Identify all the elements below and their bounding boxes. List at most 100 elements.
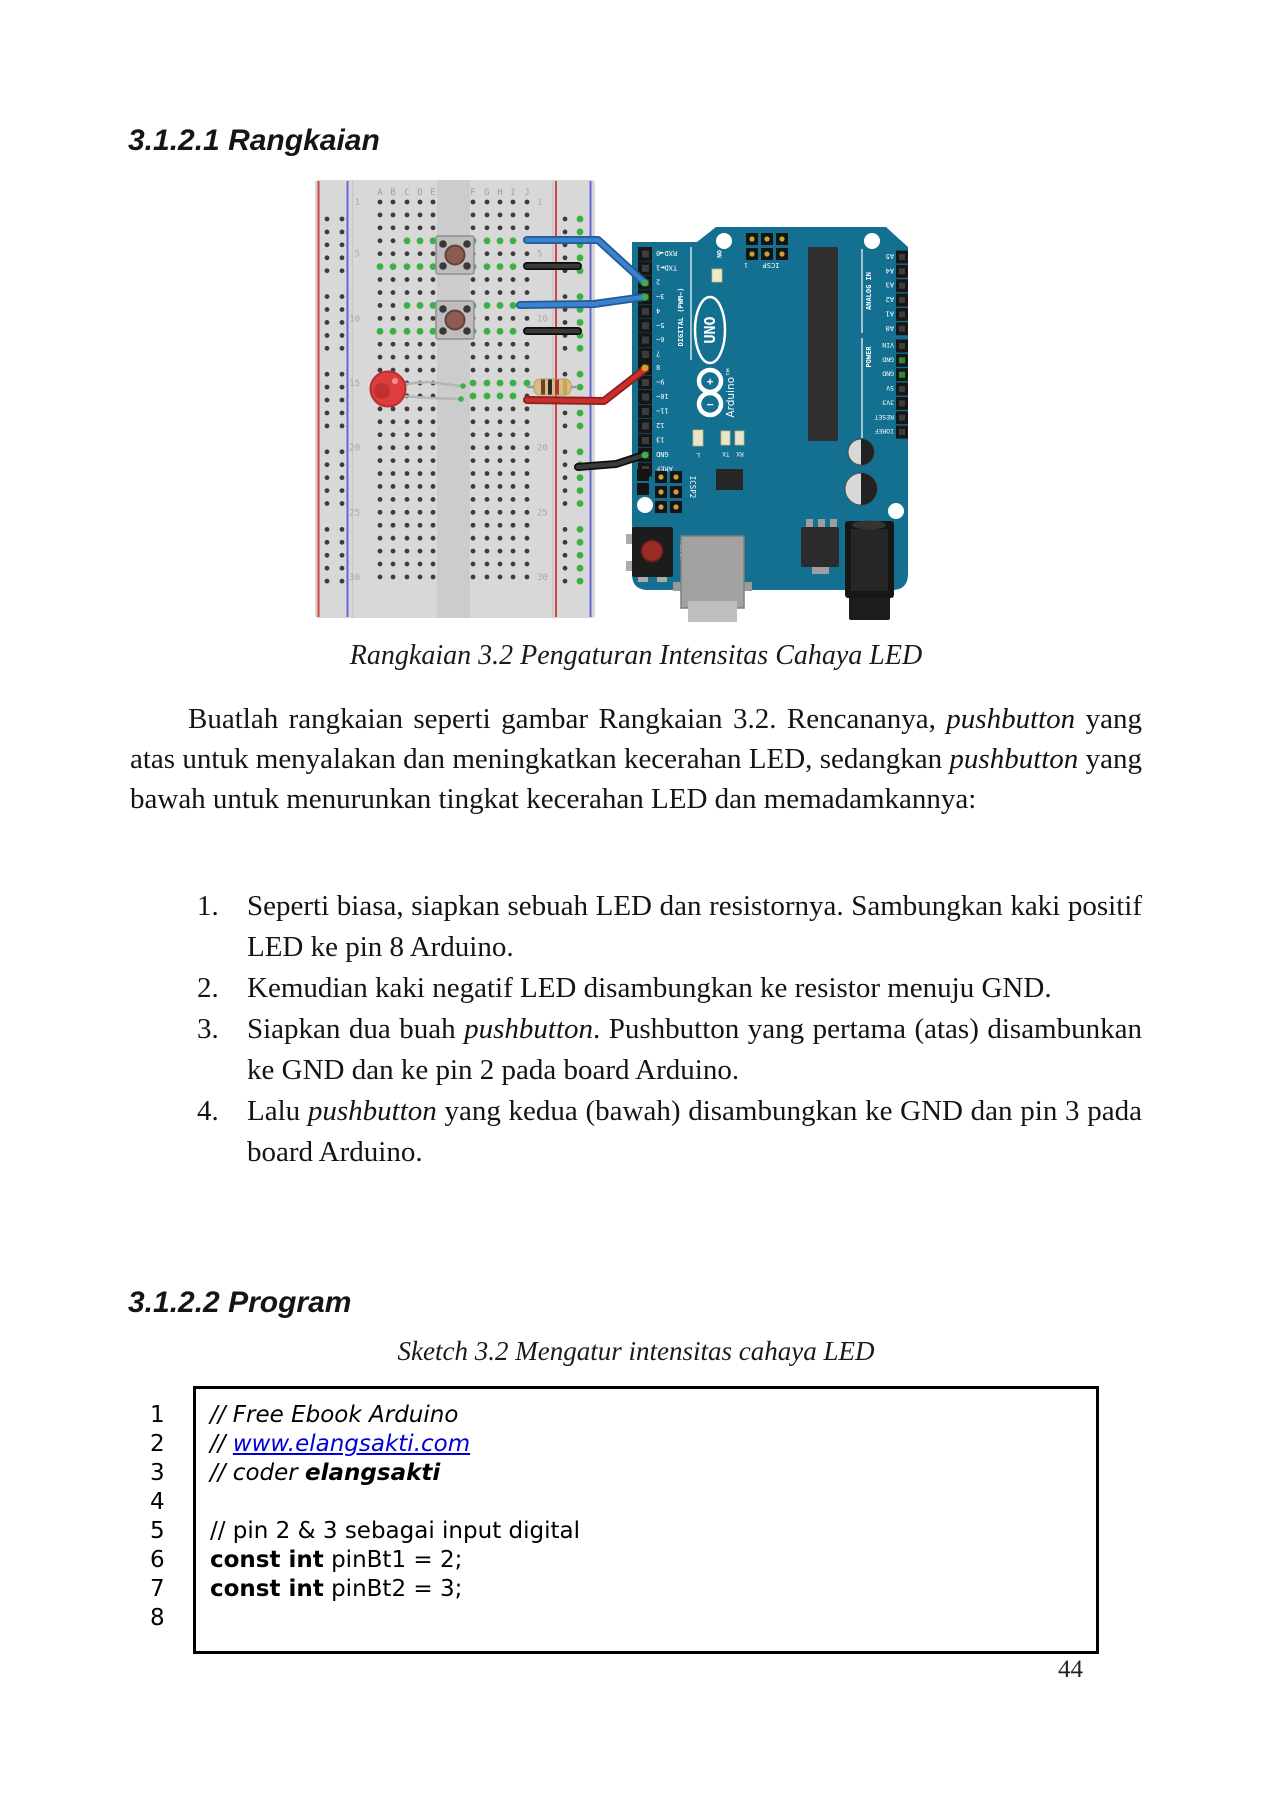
figure-caption: Rangkaian 3.2 Pengaturan Intensitas Caha… <box>349 640 923 671</box>
list-item-text: Kemudian kaki negatif LED disambungkan k… <box>247 972 1052 1004</box>
svg-text:GND: GND <box>882 355 894 363</box>
svg-text:8: 8 <box>656 363 660 371</box>
svg-text:A1: A1 <box>886 309 894 317</box>
svg-text:5: 5 <box>355 250 360 260</box>
list-item-text: Seperti biasa, siapkan sebuah LED dan re… <box>247 890 1142 963</box>
code-line-number: 6 <box>150 1547 165 1573</box>
svg-text:30: 30 <box>349 573 360 583</box>
code-line-numbers: 1 2 3 4 5 6 7 8 <box>150 1386 193 1654</box>
code-block: 1 2 3 4 5 6 7 8 // Free Ebook Arduino //… <box>150 1386 1099 1654</box>
text-run: yang bawah untuk menurunkan tingkat kece… <box>130 743 1142 815</box>
svg-text:C: C <box>404 188 409 198</box>
svg-text:A4: A4 <box>886 266 894 274</box>
code-line-number: 4 <box>150 1489 165 1515</box>
svg-text:L: L <box>696 451 700 459</box>
breadboard-components <box>369 235 578 408</box>
list-item: 2. Kemudian kaki negatif LED disambungka… <box>197 968 1142 1009</box>
section-heading-rangkaian: 3.1.2.1 Rangkaian <box>128 124 380 157</box>
svg-text:A3: A3 <box>886 281 894 289</box>
code-line-number: 7 <box>150 1576 165 1602</box>
code-line <box>210 1604 1080 1633</box>
instruction-list: 1. Seperti biasa, siapkan sebuah LED dan… <box>197 886 1142 1173</box>
svg-text:+: + <box>707 375 714 388</box>
svg-text:1: 1 <box>537 198 542 208</box>
code-line: // Free Ebook Arduino <box>210 1402 459 1428</box>
svg-text:I: I <box>510 188 515 198</box>
code-line: // coder elangsakti <box>210 1460 441 1486</box>
svg-text:RESET: RESET <box>874 413 894 421</box>
svg-text:5~: 5~ <box>656 321 664 329</box>
svg-text:15: 15 <box>349 379 360 389</box>
svg-text:13: 13 <box>656 436 664 444</box>
code-line-number: 2 <box>150 1431 165 1457</box>
led-red <box>369 370 407 408</box>
svg-text:25: 25 <box>537 508 548 518</box>
code-line: const int pinBt2 = 3; <box>210 1576 463 1602</box>
text-run-italic: pushbutton <box>949 743 1079 775</box>
svg-text:5: 5 <box>537 250 542 260</box>
svg-text:IOREF: IOREF <box>874 427 894 435</box>
pushbutton-2 <box>435 300 475 340</box>
svg-text:25: 25 <box>349 508 360 518</box>
svg-text:6~: 6~ <box>656 335 664 343</box>
svg-text:3~: 3~ <box>656 292 664 300</box>
list-item-text: Siapkan dua buah pushbutton. Pushbutton … <box>247 1013 1142 1086</box>
code-line-number: 8 <box>150 1605 165 1631</box>
code-line <box>210 1488 1080 1517</box>
text-run-italic: pushbutton <box>946 703 1076 735</box>
text-run: yang atas untuk menyalakan dan meningkat… <box>130 703 1142 775</box>
svg-text:3V3: 3V3 <box>882 398 894 406</box>
svg-text:GND: GND <box>882 370 894 378</box>
svg-text:12: 12 <box>656 421 664 429</box>
code-line: const int pinBt1 = 2; <box>210 1547 463 1573</box>
svg-text:2: 2 <box>656 278 660 286</box>
list-item-number: 1. <box>197 890 219 922</box>
code-line-number: 3 <box>150 1460 165 1486</box>
svg-text:ICSP: ICSP <box>763 261 780 269</box>
svg-text:VIN: VIN <box>882 341 894 349</box>
elangsakti-link[interactable]: www.elangsakti.com <box>232 1431 471 1457</box>
svg-text:G: G <box>484 188 489 198</box>
code-line: // www.elangsakti.com <box>210 1431 471 1457</box>
text-run: Buatlah rangkaian seperti gambar Rangkai… <box>188 703 947 735</box>
svg-text:10: 10 <box>349 314 360 324</box>
svg-text:A2: A2 <box>886 295 894 303</box>
svg-text:A0: A0 <box>886 324 894 332</box>
svg-text:1: 1 <box>355 198 360 208</box>
svg-text:RXD◄0: RXD◄0 <box>656 249 677 257</box>
circuit-figure: ABCDEFGHIJ115510101515202025253030RXD◄0T… <box>310 176 914 626</box>
jumper-wires <box>516 236 649 471</box>
svg-text:A5: A5 <box>886 252 894 260</box>
list-item-number: 3. <box>197 1013 219 1045</box>
list-item: 1. Seperti biasa, siapkan sebuah LED dan… <box>197 886 1142 968</box>
page-number: 44 <box>1058 1656 1083 1683</box>
svg-text:B: B <box>390 188 395 198</box>
svg-text:10: 10 <box>537 314 548 324</box>
list-item: 4. Lalu pushbutton yang kedua (bawah) di… <box>197 1091 1142 1173</box>
svg-text:7: 7 <box>656 349 660 357</box>
svg-text:UNO: UNO <box>701 316 719 343</box>
svg-text:5V: 5V <box>886 384 894 392</box>
svg-text:H: H <box>497 188 502 198</box>
svg-text:ICSP2: ICSP2 <box>688 476 697 499</box>
code-line: // pin 2 & 3 sebagai input digital <box>210 1518 580 1544</box>
svg-text:TX: TX <box>722 450 730 457</box>
svg-text:A: A <box>377 188 383 198</box>
svg-text:−: − <box>707 398 714 411</box>
circuit-diagram: ABCDEFGHIJ115510101515202025253030RXD◄0T… <box>315 180 908 622</box>
code-box: // Free Ebook Arduino // www.elangsakti.… <box>193 1386 1099 1654</box>
svg-text:AREF: AREF <box>656 465 673 473</box>
arduino-board: RXD◄0TXD►123~45~6~789~10~11~1213GNDAREFA… <box>626 227 908 622</box>
list-item-text: Lalu pushbutton yang kedua (bawah) disam… <box>247 1095 1142 1168</box>
svg-text:D: D <box>417 188 422 198</box>
svg-text:DIGITAL (PWM~): DIGITAL (PWM~) <box>677 287 685 346</box>
section-heading-program: 3.1.2.2 Program <box>128 1286 352 1319</box>
list-item: 3. Siapkan dua buah pushbutton. Pushbutt… <box>197 1009 1142 1091</box>
svg-text:4: 4 <box>656 306 660 314</box>
pushbutton-1 <box>435 235 475 275</box>
list-item-number: 2. <box>197 972 219 1004</box>
code-line-number: 5 <box>150 1518 165 1544</box>
svg-text:F: F <box>470 188 475 198</box>
svg-text:POWER: POWER <box>865 346 873 368</box>
